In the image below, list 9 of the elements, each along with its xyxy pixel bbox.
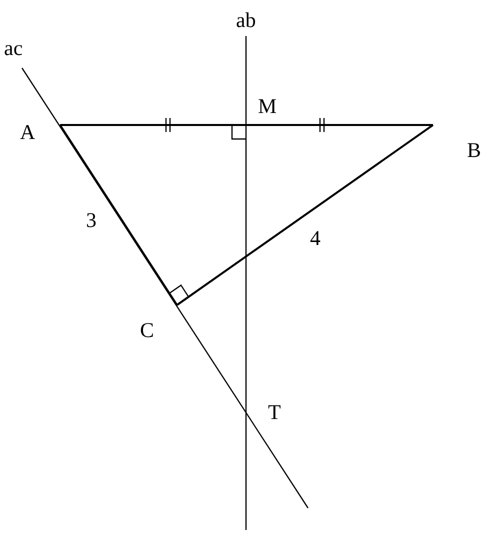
point-label: B [467, 140, 482, 161]
line-label: ab [236, 10, 256, 31]
point-label: C [140, 320, 154, 341]
length-label: 3 [86, 210, 96, 231]
point-label: M [258, 96, 277, 117]
point-label: T [268, 402, 281, 423]
line-label: ac [4, 38, 23, 59]
length-label: 4 [310, 228, 320, 249]
point-label: A [20, 122, 36, 143]
